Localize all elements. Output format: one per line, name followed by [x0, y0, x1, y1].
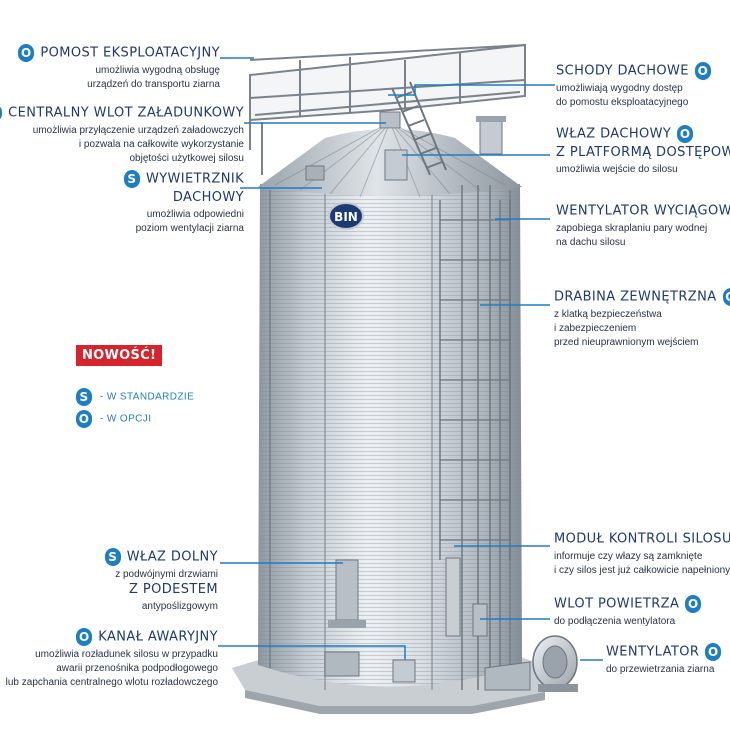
wentylator-desc: do przewietrzania ziarna	[606, 663, 715, 675]
option-badge: O	[76, 410, 92, 428]
standard-badge: S	[123, 170, 140, 188]
wywietrznik-desc-1: umożliwia odpowiedni	[146, 208, 244, 220]
wentylator-title: WENTYLATOR	[606, 644, 700, 660]
wywietrznik-title-1: WYWIETRZNIK	[145, 171, 244, 187]
callout-wlaz-dolny: S WŁAZ DOLNY z podwójnymi drzwiami Z PODE…	[104, 548, 218, 613]
drabina-title: DRABINA ZEWNĘTRZNA	[554, 289, 717, 305]
legend-option-text: - W OPCJI	[100, 413, 152, 425]
callout-wlot-centralny: S CENTRALNY WLOT ZAŁADUNKOWY umożliwia pr…	[0, 104, 244, 165]
callout-wentylator: WENTYLATOR O do przewietrzania ziarna	[606, 643, 722, 676]
drabina-desc-2: i zabezpieczeniem	[554, 322, 637, 334]
wentylator-wyciagowy-desc-1: zapobiega skraplaniu pary wodnej	[556, 222, 708, 234]
standard-badge: S	[104, 548, 121, 566]
exhaust-fan	[476, 116, 506, 155]
callout-modul: MODUŁ KONTROLI SILOSUO informuje czy wła…	[554, 530, 730, 577]
schody-desc-1: umożliwiają wygodny dostęp	[556, 82, 683, 94]
wlot-centralny-title: CENTRALNY WLOT ZAŁADUNKOWY	[8, 105, 244, 121]
kanal-desc-3: lub zapchania centralnego wlotu rozładow…	[5, 676, 218, 688]
wywietrznik-desc-2: poziom wentylacji ziarna	[135, 222, 244, 234]
kanal-desc-2: awarii przenośnika podpodłogowego	[56, 662, 218, 674]
pomost-title: POMOST EKSPLOATACYJNY	[40, 45, 220, 61]
wlot-centralny-desc-3: objętości użytkowej silosu	[129, 152, 245, 164]
ventilation-fan	[532, 635, 578, 692]
wentylator-wyciagowy-title: WENTYLATOR WYCIĄGOWY	[556, 203, 730, 219]
wlaz-dolny-title-1: WŁAZ DOLNY	[126, 549, 218, 565]
standard-badge: S	[0, 104, 3, 122]
wlot-powietrza-desc: do podłączenia wentylatora	[554, 615, 676, 627]
option-badge: O	[18, 44, 35, 62]
legend-option: O - W OPCJI	[76, 410, 151, 428]
modul-desc-1: informuje czy włazy są zamknięte	[554, 550, 703, 562]
callout-drabina: DRABINA ZEWNĘTRZNA O z klatką bezpieczeńs…	[554, 288, 730, 349]
pomost-desc-2: urządzeń do transportu ziarna	[87, 78, 220, 90]
callout-wentylator-wyciagowy: WENTYLATOR WYCIĄGOWYO zapobiega skraplan…	[556, 202, 730, 249]
option-badge: O	[76, 628, 93, 646]
brand-logo: BIN	[328, 202, 364, 230]
wlaz-dolny-title-2: Z PODESTEM	[129, 581, 218, 597]
modul-desc-2: i czy silos jest już całkowicie napełnio…	[554, 564, 730, 576]
wlaz-dolny-desc-top: z podwójnymi drzwiami	[115, 568, 218, 580]
wywietrznik-title-2: DACHOWY	[172, 189, 244, 205]
kanal-title: KANAŁ AWARYJNY	[98, 629, 218, 645]
callout-wywietrznik: S WYWIETRZNIK DACHOWY umożliwia odpowiedn…	[123, 170, 244, 235]
roof-platform	[249, 43, 526, 175]
schody-desc-2: do pomostu eksploatacyjnego	[556, 96, 689, 108]
standard-badge: S	[76, 388, 92, 406]
wlaz-dachowy-title-1: WŁAZ DACHOWY	[556, 126, 672, 142]
emergency-channel	[324, 651, 416, 683]
option-badge: O	[694, 62, 711, 80]
option-badge: O	[677, 125, 694, 143]
wlot-centralny-desc-1: umożliwia przyłączenie urządzeń załadowc…	[32, 124, 244, 136]
control-module	[445, 557, 488, 637]
external-ladder	[439, 185, 511, 690]
callout-pomost: O POMOST EKSPLOATACYJNY umożliwia wygodną…	[18, 44, 220, 91]
air-inlet	[484, 661, 531, 691]
svg-text:BIN: BIN	[334, 210, 358, 224]
callout-kanal: O KANAŁ AWARYJNY umożliwia rozładunek sil…	[6, 628, 218, 689]
pomost-desc-1: umożliwia wygodną obsługę	[95, 64, 220, 76]
new-badge: NOWOŚĆ!	[76, 345, 163, 366]
callout-wlaz-dachowy: WŁAZ DACHOWY O Z PLATFORMĄ DOSTĘPOWĄ umoż…	[556, 125, 730, 176]
leader-lines	[218, 57, 603, 661]
wlot-powietrza-title: WLOT POWIETRZA	[554, 596, 680, 612]
option-badge: O	[705, 643, 722, 661]
wlaz-dolny-desc: antypoślizgowym	[141, 600, 218, 612]
drabina-desc-1: z klatką bezpieczeństwa	[554, 308, 662, 320]
kanal-desc-1: umożliwia rozładunek silosu w przypadku	[35, 648, 218, 660]
wlaz-dachowy-title-2: Z PLATFORMĄ DOSTĘPOWĄ	[556, 144, 730, 160]
bottom-hatch	[328, 559, 366, 628]
legend-standard-text: - W STANDARDZIE	[100, 391, 195, 403]
option-badge: O	[685, 595, 702, 613]
option-badge: O	[722, 288, 730, 306]
modul-title: MODUŁ KONTROLI SILOSU	[554, 531, 730, 547]
wlot-centralny-desc-2: i pozwala na całkowite wykorzystanie	[78, 138, 244, 150]
silo-roof	[258, 111, 522, 198]
wlaz-dachowy-desc: umożliwia wejście do silosu	[556, 163, 678, 175]
schody-title: SCHODY DACHOWE	[556, 63, 689, 79]
callout-schody: SCHODY DACHOWE O umożliwiają wygodny dost…	[556, 62, 711, 109]
callout-wlot-powietrza: WLOT POWIETRZA O do podłączenia wentylato…	[554, 595, 702, 628]
drabina-desc-3: przed nieuprawnionym wejściem	[554, 336, 699, 348]
legend-standard: S - W STANDARDZIE	[76, 388, 194, 406]
wentylator-wyciagowy-desc-2: na dachu silosu	[556, 236, 626, 248]
